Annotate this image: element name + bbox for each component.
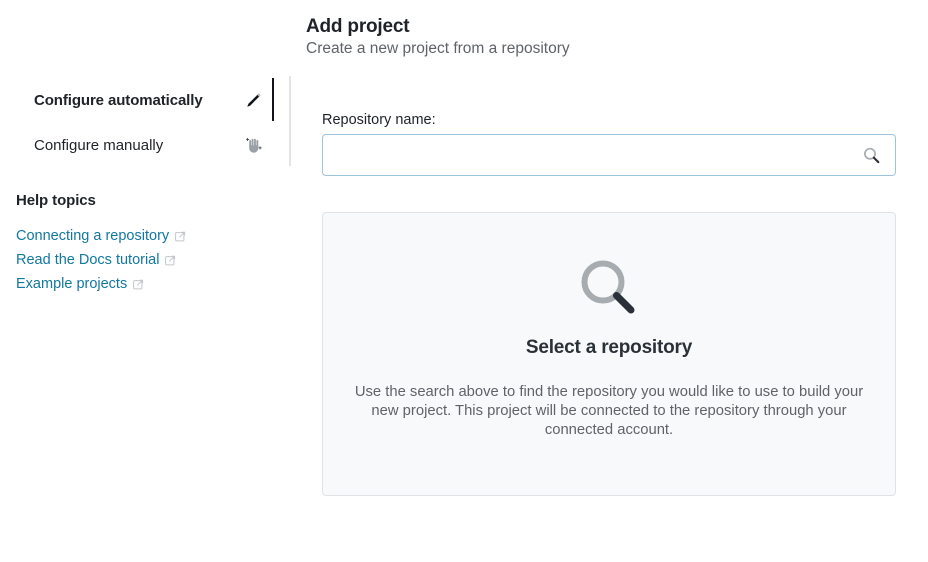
repository-name-label: Repository name: bbox=[322, 112, 436, 128]
external-link-icon bbox=[133, 279, 144, 290]
active-nav-indicator bbox=[272, 78, 274, 121]
external-link-icon bbox=[175, 231, 186, 242]
search-icon[interactable] bbox=[861, 145, 881, 165]
page-subtitle: Create a new project from a repository bbox=[306, 40, 570, 57]
repository-search-box[interactable] bbox=[322, 134, 896, 176]
sidebar-item-configure-automatically[interactable]: Configure automatically bbox=[0, 78, 290, 123]
configure-mode-nav: Configure automatically Configure manual… bbox=[0, 78, 290, 168]
search-icon bbox=[575, 255, 643, 323]
help-link-label: Example projects bbox=[16, 276, 128, 292]
help-link-example-projects[interactable]: Example projects bbox=[16, 272, 144, 296]
pencil-icon bbox=[242, 90, 264, 112]
sidebar-divider bbox=[289, 76, 291, 166]
empty-state-panel: Select a repository Use the search above… bbox=[322, 212, 896, 496]
help-topics-section: Help topics Connecting a repository Read… bbox=[16, 192, 276, 296]
page-title: Add project bbox=[306, 16, 410, 37]
sidebar-item-label: Configure manually bbox=[34, 136, 164, 154]
sidebar: Configure automatically Configure manual… bbox=[0, 0, 291, 562]
repository-search-input[interactable] bbox=[337, 134, 861, 176]
hand-icon bbox=[242, 135, 264, 157]
help-link-label: Connecting a repository bbox=[16, 228, 170, 244]
external-link-icon bbox=[165, 255, 176, 266]
help-link-connecting-a-repository[interactable]: Connecting a repository bbox=[16, 224, 186, 248]
sidebar-item-label: Configure automatically bbox=[34, 91, 203, 109]
sidebar-item-configure-manually[interactable]: Configure manually bbox=[0, 123, 290, 168]
main-content: Add project Create a new project from a … bbox=[306, 0, 928, 562]
empty-state-title: Select a repository bbox=[525, 337, 693, 358]
help-link-read-the-docs-tutorial[interactable]: Read the Docs tutorial bbox=[16, 248, 176, 272]
help-link-label: Read the Docs tutorial bbox=[16, 252, 160, 268]
help-topics-title: Help topics bbox=[16, 192, 96, 209]
empty-state-text: Use the search above to find the reposit… bbox=[354, 384, 864, 438]
